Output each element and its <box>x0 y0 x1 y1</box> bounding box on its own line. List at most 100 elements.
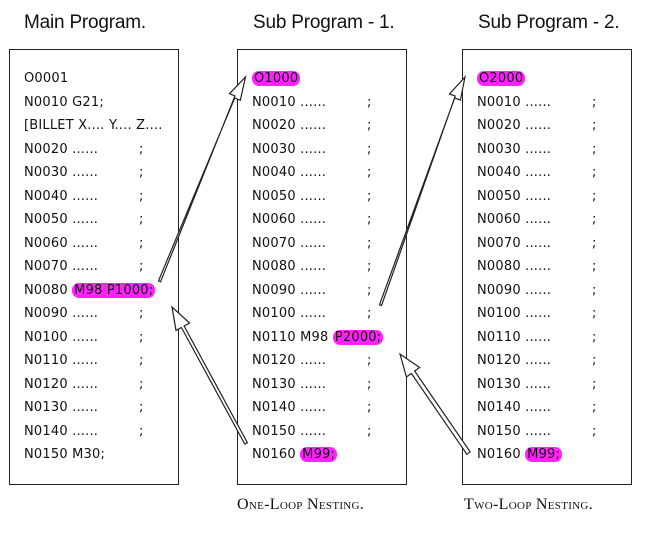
code-text: N0140 ...... <box>252 400 327 415</box>
line-semicolon: ; <box>367 282 372 298</box>
highlighted-code: M98 P1000; <box>72 282 156 298</box>
sub-program-1-line: N0150 ...... <box>252 424 326 440</box>
sub-program-2-line: N0070 ...... <box>477 236 551 252</box>
line-semicolon: ; <box>139 188 144 204</box>
code-text: N0010 ...... <box>477 94 552 110</box>
caption-one-loop-nesting: One-Loop Nesting. <box>237 496 365 513</box>
sub-program-2-line: N0100 ...... <box>477 306 551 322</box>
sub-program-2-line: N0150 ...... <box>477 424 551 440</box>
code-text: N0060 ...... <box>24 235 99 251</box>
main-program-line: N0130 ...... <box>24 400 98 416</box>
line-semicolon: ; <box>139 212 144 227</box>
line-semicolon: ; <box>592 329 597 345</box>
main-program-line: N0070 ...... <box>24 259 98 275</box>
line-semicolon: ; <box>592 94 597 110</box>
sub-program-1-line: N0040 ...... <box>252 165 326 181</box>
line-semicolon: ; <box>592 259 597 274</box>
line-semicolon: ; <box>592 212 597 227</box>
code-text: N0070 ...... <box>24 259 99 274</box>
line-semicolon: ; <box>592 306 597 321</box>
code-text: N0080 ...... <box>252 259 327 274</box>
code-text: N0140 ...... <box>24 423 99 439</box>
line-semicolon: ; <box>367 376 372 392</box>
code-text: N0130 ...... <box>477 376 552 392</box>
code-text: N0110 ...... <box>477 329 552 345</box>
main-program-line: N0150 M30; <box>24 447 105 463</box>
main-program-line: N0030 ...... <box>24 165 98 181</box>
sub-program-1-line: N0100 ...... <box>252 306 326 322</box>
code-text: N0130 ...... <box>252 376 327 392</box>
code-text: N0150 ...... <box>477 423 552 439</box>
sub-program-1-line: N0060 ...... <box>252 212 326 228</box>
line-semicolon: ; <box>592 141 597 157</box>
code-text: N0160 <box>252 447 296 462</box>
line-semicolon: ; <box>139 141 144 157</box>
line-semicolon: ; <box>367 259 372 274</box>
code-text: N0030 ...... <box>24 165 99 180</box>
title-sub-program-2: Sub Program - 2. <box>478 12 620 33</box>
line-semicolon: ; <box>367 423 372 439</box>
main-program-line: N0040 ...... <box>24 189 98 205</box>
sub-program-1-line: N0120 ...... <box>252 353 326 369</box>
line-semicolon: ; <box>367 188 372 204</box>
code-text: N0010 G21; <box>24 94 104 110</box>
code-text: N0060 ...... <box>477 212 552 227</box>
code-text: N0120 ...... <box>477 353 552 368</box>
sub-program-1-line: N0160 M99; <box>252 447 338 463</box>
sub-program-2-line: N0080 ...... <box>477 259 551 275</box>
code-text: N0030 ...... <box>477 141 552 157</box>
sub-program-2-line: N0020 ...... <box>477 118 551 134</box>
code-text: O0001 <box>24 71 69 86</box>
code-text: N0020 ...... <box>24 141 99 157</box>
code-text: N0040 ...... <box>24 188 99 204</box>
code-text: N0040 ...... <box>477 165 552 180</box>
code-text: N0010 ...... <box>252 94 327 110</box>
line-semicolon: ; <box>367 306 372 321</box>
sub-program-1-line: N0030 ...... <box>252 142 326 158</box>
line-semicolon: ; <box>592 376 597 392</box>
sub-program-2-line: N0130 ...... <box>477 377 551 393</box>
line-semicolon: ; <box>367 165 372 180</box>
code-text: N0090 ...... <box>477 282 552 298</box>
main-program-line: N0020 ...... <box>24 142 98 158</box>
line-semicolon: ; <box>139 400 144 415</box>
code-text: N0100 ...... <box>477 306 552 321</box>
code-text: N0050 ...... <box>477 188 552 204</box>
sub-program-2-line: N0120 ...... <box>477 353 551 369</box>
code-text: N0150 M30; <box>24 447 106 462</box>
line-semicolon: ; <box>139 329 144 345</box>
sub-program-1-line: O1000 <box>252 71 301 87</box>
code-text: N0130 ...... <box>24 400 99 415</box>
code-text: N0120 ...... <box>24 376 99 392</box>
line-semicolon: ; <box>592 423 597 439</box>
highlighted-code: P2000; <box>332 329 384 345</box>
highlighted-code: O1000 <box>252 71 301 86</box>
code-text: N0020 ...... <box>477 118 552 133</box>
code-text: N0070 ...... <box>477 235 552 251</box>
main-program-line: N0110 ...... <box>24 353 98 369</box>
line-semicolon: ; <box>367 141 372 157</box>
sub-program-2-line: N0090 ...... <box>477 283 551 299</box>
code-text: N0060 ...... <box>252 212 327 227</box>
sub-program-1-line: N0050 ...... <box>252 189 326 205</box>
line-semicolon: ; <box>139 376 144 392</box>
sub-program-1-line: N0070 ...... <box>252 236 326 252</box>
code-text: N0080 <box>24 282 68 298</box>
main-program-line: N0140 ...... <box>24 424 98 440</box>
code-text: N0050 ...... <box>24 212 99 227</box>
sub-program-1-line: N0020 ...... <box>252 118 326 134</box>
line-semicolon: ; <box>592 118 597 133</box>
line-semicolon: ; <box>592 400 597 415</box>
sub-program-2-line: N0110 ...... <box>477 330 551 346</box>
sub-program-1-line: N0080 ...... <box>252 259 326 275</box>
main-program-line: N0060 ...... <box>24 236 98 252</box>
main-program-line: [BILLET X.... Y.... Z.... <box>24 118 163 134</box>
code-text: N0100 ...... <box>252 306 327 321</box>
line-semicolon: ; <box>367 353 372 368</box>
code-text: N0040 ...... <box>252 165 327 180</box>
main-program-line: N0120 ...... <box>24 377 98 393</box>
title-sub-program-1: Sub Program - 1. <box>253 12 395 33</box>
main-program-line: N0080 M98 P1000; <box>24 282 156 299</box>
main-program-line: N0090 ...... <box>24 306 98 322</box>
main-program-line: N0010 G21; <box>24 95 104 111</box>
